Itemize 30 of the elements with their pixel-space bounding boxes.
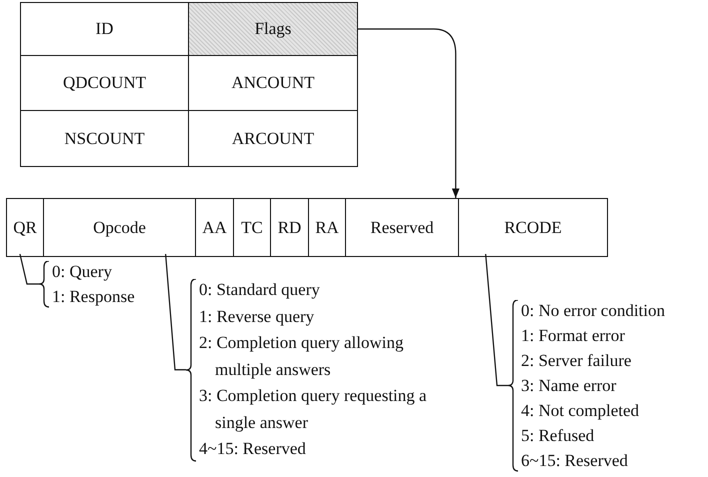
bit-field-cell: Opcode bbox=[44, 199, 196, 256]
list-item: 3: Name error bbox=[521, 375, 618, 397]
bit-field-cell: RD bbox=[271, 199, 309, 256]
list-item: 3: Completion query requesting a single answer bbox=[199, 385, 428, 434]
bit-field-cell: RA bbox=[309, 199, 346, 256]
leader-line bbox=[19, 254, 39, 285]
bit-field-cell: QR bbox=[7, 199, 44, 256]
list-item: 1: Reverse query bbox=[199, 306, 316, 328]
list-item: 0: Standard query bbox=[199, 279, 321, 301]
list-item: 4~15: Reserved bbox=[199, 438, 307, 460]
list-item: 6~15: Reserved bbox=[521, 450, 629, 472]
list-item: 5: Refused bbox=[521, 425, 596, 447]
table-cell: Flags bbox=[188, 2, 358, 56]
list-item: 2: Server failure bbox=[521, 350, 632, 372]
list-item: 0: No error condition bbox=[521, 300, 666, 322]
leader-line bbox=[485, 254, 508, 386]
list-item: 1: Response bbox=[52, 286, 136, 308]
list-item: 2: Completion query allowing multiple answers bbox=[199, 332, 404, 381]
bit-field-cell: RCODE bbox=[459, 199, 607, 256]
table-cell: NSCOUNT bbox=[20, 110, 189, 167]
bit-field-cell: Reserved bbox=[346, 199, 459, 256]
arrow bbox=[358, 28, 460, 198]
list-item: 4: Not completed bbox=[521, 400, 640, 422]
bit-field-cell: TC bbox=[234, 199, 271, 256]
leader-line bbox=[165, 254, 186, 370]
flags-field-row bbox=[6, 198, 608, 257]
list-item: 0: Query bbox=[52, 261, 113, 283]
table-cell: ARCOUNT bbox=[188, 110, 358, 167]
bit-field-cell: AA bbox=[196, 199, 234, 256]
list-item: 1: Format error bbox=[521, 325, 626, 347]
